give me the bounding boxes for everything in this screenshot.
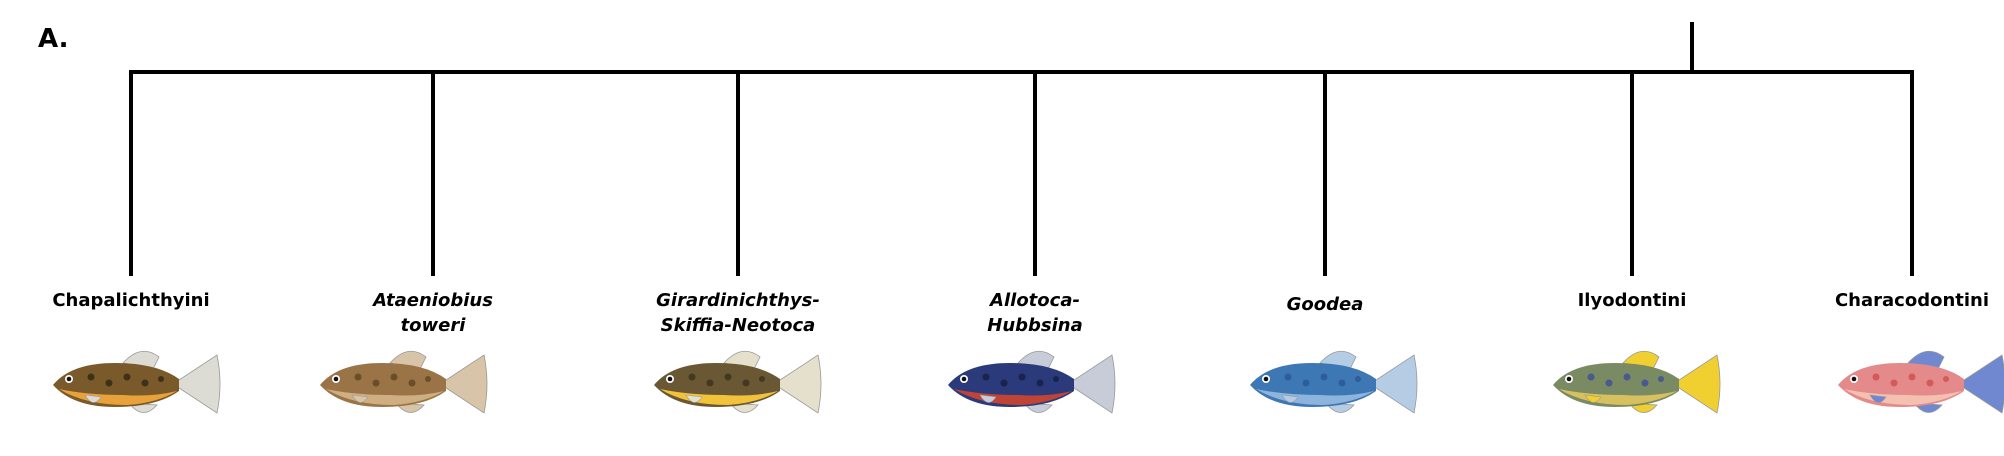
taxon-label-allotoca: Allotoca- Hubbsina: [987, 288, 1083, 338]
fish-illustration-chapalichthyini: [45, 339, 225, 434]
taxon-label-line: Goodea: [1286, 294, 1364, 315]
fish-illustration-ataeniobius: [312, 339, 492, 434]
taxon-label-ataeniobius: Ataeniobius toweri: [373, 288, 493, 338]
taxon-label-line: Ilyodontini: [1577, 290, 1687, 311]
taxon-label-ilyodontini: Ilyodontini: [1578, 288, 1687, 313]
taxon-label-characodontini: Characodontini: [1835, 288, 1989, 313]
fish-illustration-ilyodontini: [1545, 339, 1725, 434]
panel-label: A.: [38, 24, 69, 54]
taxon-label-chapalichthyini: Chapalichthyini: [52, 288, 209, 313]
fish-illustration-girardinichthys: [646, 339, 826, 434]
taxon-label-line: Characodontini: [1834, 290, 1990, 311]
taxon-label-line: Ataeniobius: [373, 290, 493, 311]
taxon-label-line: Hubbsina: [987, 315, 1083, 336]
taxon-label-line: Chapalichthyini: [52, 290, 210, 311]
taxon-label-girardinichthys: Girardinichthys- Skiffia-Neotoca: [656, 288, 820, 338]
taxon-label-line: Allotoca-: [990, 290, 1080, 311]
taxon-label-line: Skiffia-Neotoca: [660, 315, 816, 336]
taxon-label-line: Girardinichthys-: [656, 290, 820, 311]
fish-illustration-characodontini: [1830, 339, 2004, 434]
fish-illustration-allotoca: [940, 339, 1120, 434]
taxon-label-goodea: Goodea: [1287, 292, 1364, 317]
taxon-label-line: toweri: [400, 315, 466, 336]
fish-illustration-goodea: [1242, 339, 1422, 434]
